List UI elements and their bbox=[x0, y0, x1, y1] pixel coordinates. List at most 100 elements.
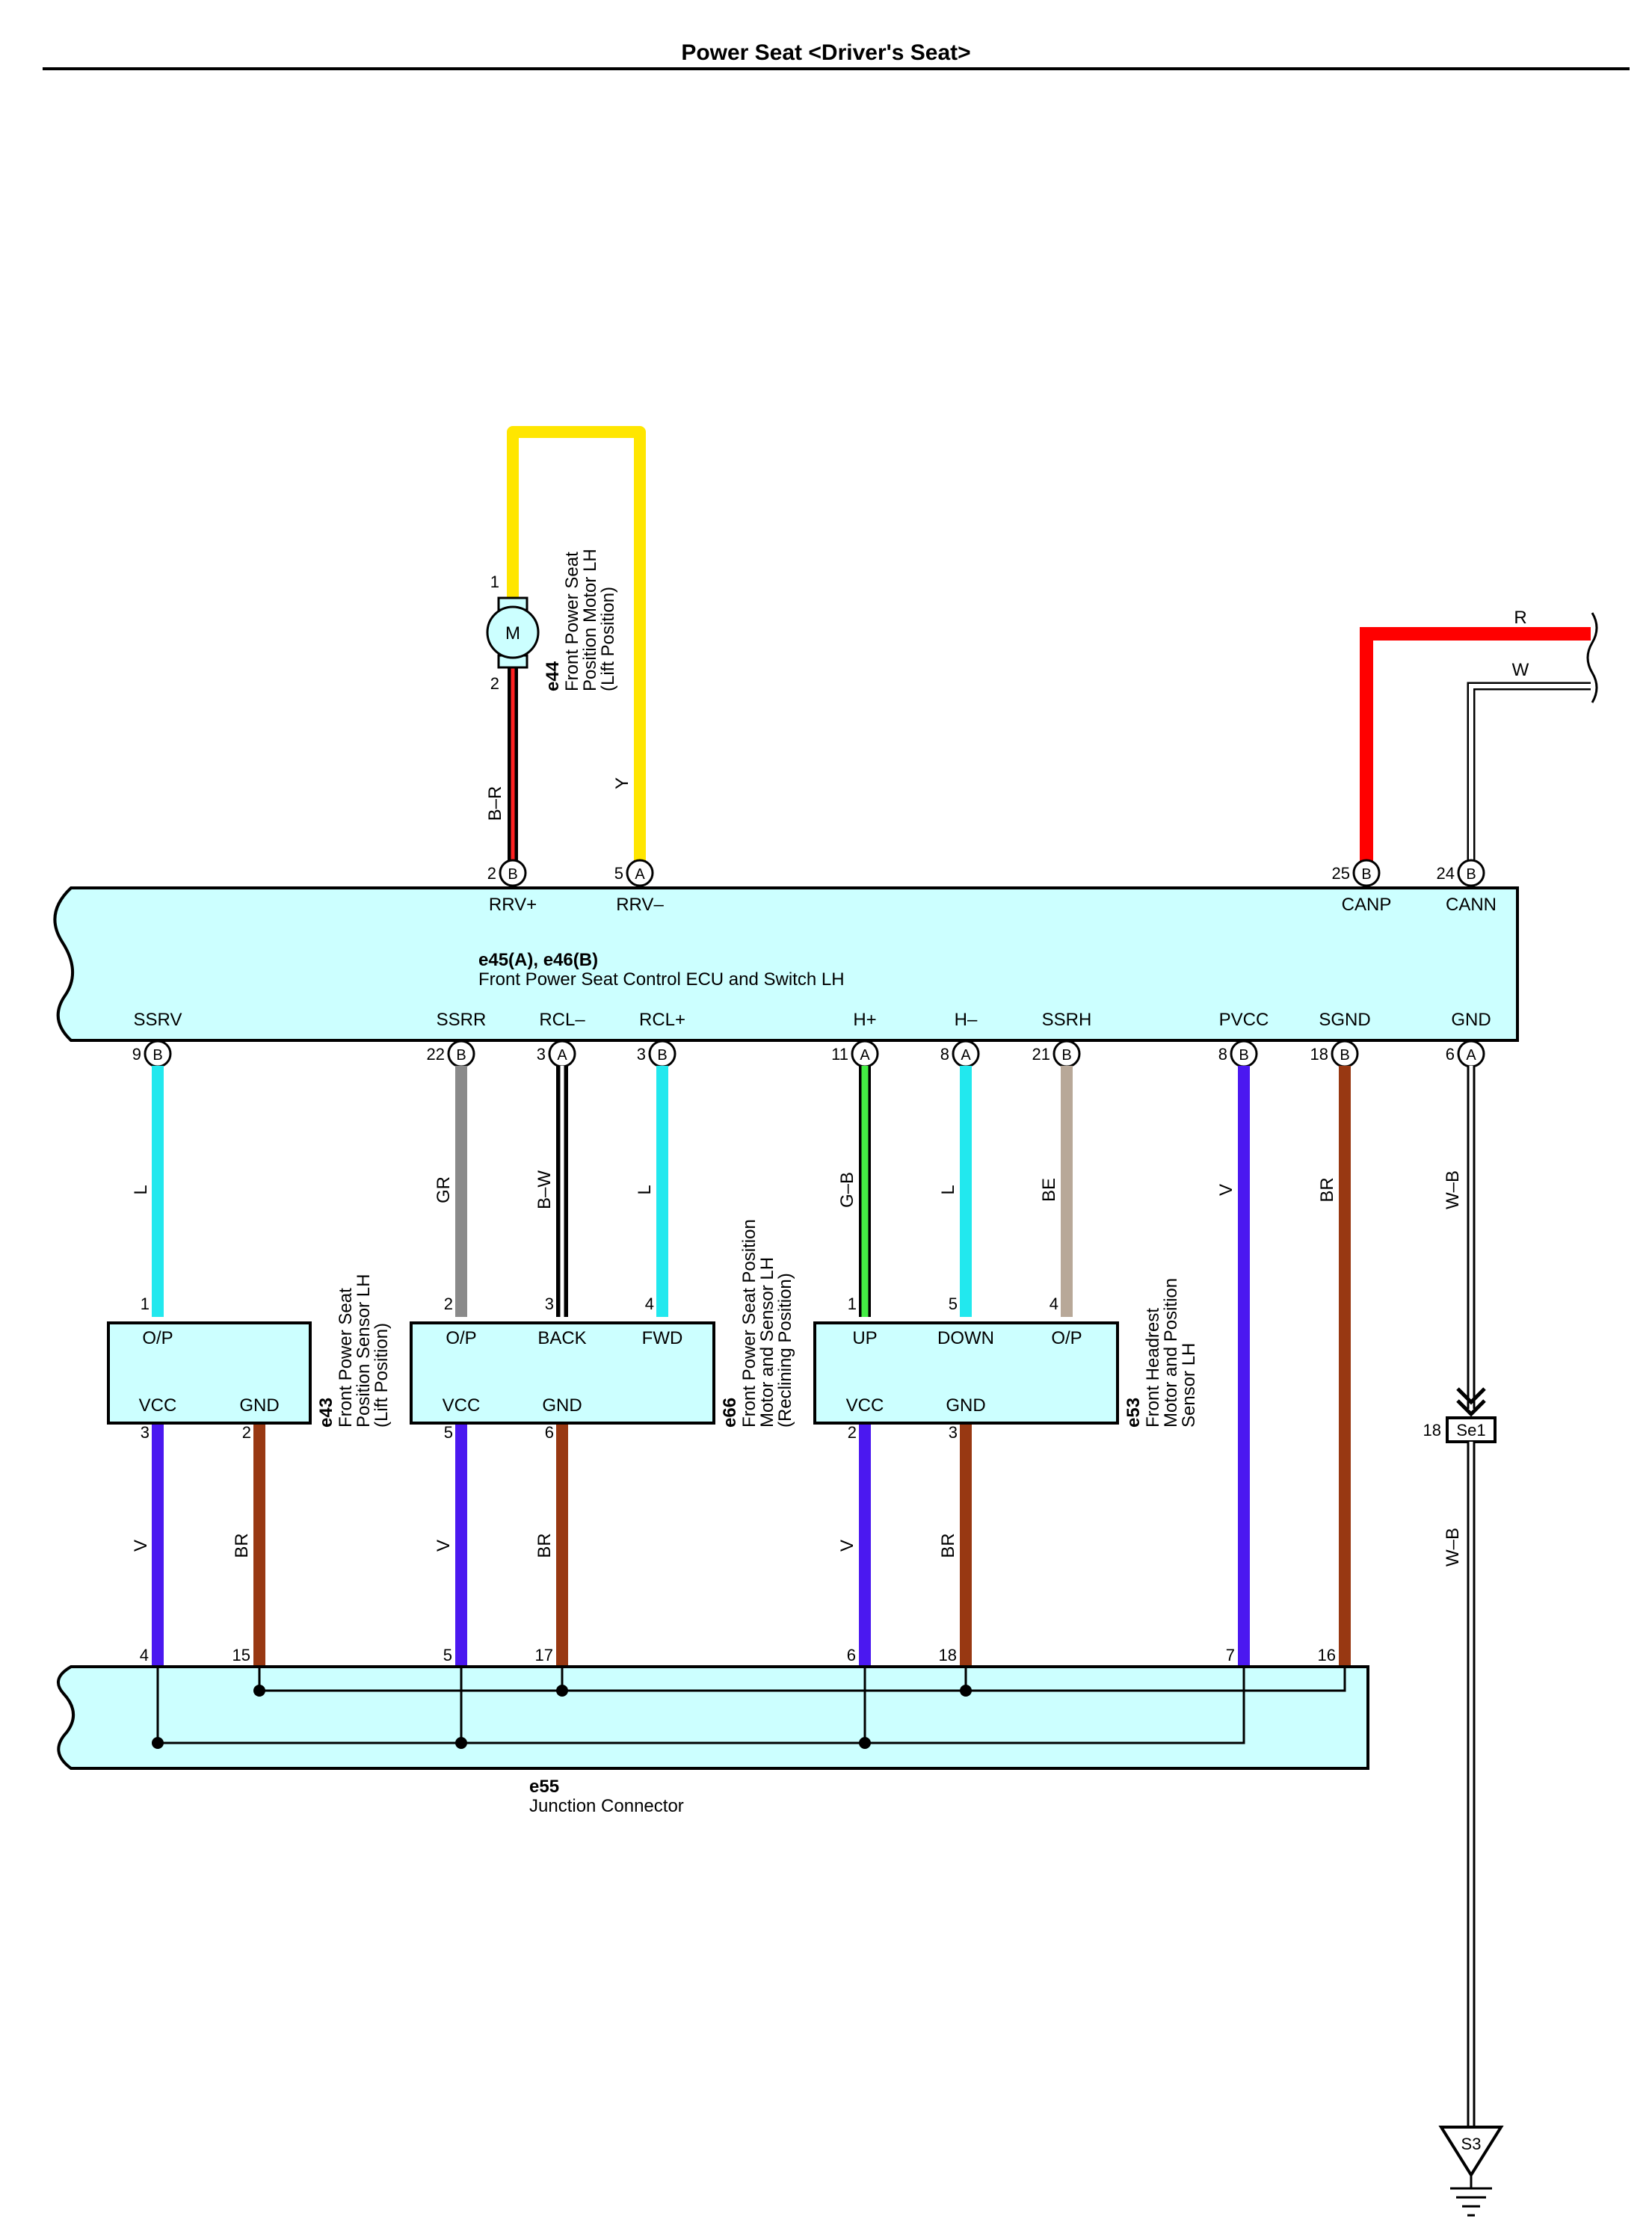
ecu-bottom-terminal-3: B3 RCL+ bbox=[637, 1010, 685, 1068]
terminal-name: CANN bbox=[1446, 895, 1497, 915]
junction-pin-1: 15 bbox=[232, 1646, 250, 1664]
terminal-name: SGND bbox=[1319, 1010, 1370, 1030]
svg-text:e44: e44 bbox=[543, 661, 563, 691]
wire-label-ssrh: BE bbox=[1039, 1178, 1059, 1202]
svg-text:e43: e43 bbox=[316, 1398, 336, 1428]
terminal-connector-letter: A bbox=[961, 1047, 971, 1064]
junction-pin-7: 16 bbox=[1318, 1646, 1336, 1664]
ecu-bottom-terminals: B9SSRVB22SSRRA3RCL–B3RCL+A11H+A8H–B21SSR… bbox=[132, 1010, 1491, 1068]
svg-text:Sensor LH: Sensor LH bbox=[1179, 1343, 1199, 1428]
sensor-supply-wires bbox=[152, 1425, 972, 1667]
wire-label-r: R bbox=[1514, 608, 1526, 628]
terminal-pin-number: 24 bbox=[1437, 864, 1455, 883]
svg-text:Front Power Seat: Front Power Seat bbox=[562, 552, 582, 691]
terminal-pin-number: 6 bbox=[1446, 1045, 1455, 1064]
junction-name: Junction Connector bbox=[529, 1796, 684, 1816]
component-e66 bbox=[410, 1321, 715, 1425]
splice-se1 bbox=[1446, 1416, 1497, 1443]
ground-point-label: S3 bbox=[1461, 2135, 1482, 2153]
e66-label-fwd: FWD bbox=[642, 1328, 683, 1348]
wire-yellow-y bbox=[507, 426, 646, 873]
junction-code: e55 bbox=[529, 1777, 559, 1797]
e43-pin-op: 1 bbox=[141, 1295, 150, 1313]
ecu-bottom-terminal-1: B 22 SSRR bbox=[427, 1010, 487, 1068]
component-e53 bbox=[813, 1321, 1119, 1425]
terminal-connector-letter: B bbox=[657, 1047, 667, 1064]
e53-pin-vcc: 2 bbox=[848, 1423, 857, 1442]
e53-label-vcc: VCC bbox=[846, 1395, 884, 1416]
svg-text:Motor and Position: Motor and Position bbox=[1161, 1278, 1181, 1428]
terminal-pin-number: 18 bbox=[1310, 1045, 1328, 1064]
terminal-name: SSRR bbox=[437, 1010, 487, 1030]
terminal-name: PVCC bbox=[1219, 1010, 1269, 1030]
terminal-name: H– bbox=[955, 1010, 978, 1030]
e66-label-gnd: GND bbox=[542, 1395, 582, 1416]
wire-label-pvcc: V bbox=[1216, 1184, 1236, 1196]
terminal-connector-letter: A bbox=[635, 866, 645, 883]
terminal-circle bbox=[1457, 859, 1485, 887]
svg-text:e53: e53 bbox=[1124, 1398, 1144, 1428]
wire-label-e43-vcc: V bbox=[131, 1540, 151, 1552]
e43-label-op: O/P bbox=[142, 1328, 173, 1348]
e66-label: e66 Front Power Seat Position Motor and … bbox=[720, 1219, 795, 1428]
terminal-pin-number: 3 bbox=[537, 1045, 546, 1064]
wire-label-gnd: W–B bbox=[1443, 1170, 1463, 1209]
svg-text:Position Sensor LH: Position Sensor LH bbox=[354, 1274, 374, 1428]
e66-pin-fwd: 4 bbox=[645, 1295, 654, 1313]
splice-arrow bbox=[1456, 1387, 1486, 1417]
terminal-pin-number: 3 bbox=[637, 1045, 646, 1064]
svg-text:Position Motor LH: Position Motor LH bbox=[580, 549, 600, 691]
e43-pin-gnd: 2 bbox=[242, 1423, 251, 1442]
terminal-connector-letter: A bbox=[1466, 1047, 1476, 1064]
e66-pin-op: 2 bbox=[444, 1295, 453, 1313]
wire-can-high-r bbox=[1360, 627, 1591, 873]
terminal-circle bbox=[626, 859, 654, 887]
e53-pin-gnd: 3 bbox=[949, 1423, 958, 1442]
terminal-circle bbox=[499, 859, 527, 887]
junction-e55 bbox=[56, 1665, 1369, 1770]
splice-pin: 18 bbox=[1423, 1421, 1441, 1439]
svg-text:(Lift Position): (Lift Position) bbox=[598, 587, 618, 691]
ecu-body bbox=[53, 886, 1519, 1042]
junction-pin-2: 5 bbox=[443, 1646, 452, 1664]
e43-label-vcc: VCC bbox=[139, 1395, 177, 1416]
terminal-pin-number: 11 bbox=[831, 1045, 848, 1064]
junction-pin-5: 18 bbox=[939, 1646, 957, 1664]
e66-label-op: O/P bbox=[446, 1328, 476, 1348]
terminal-name: SSRV bbox=[134, 1010, 182, 1030]
terminal-name: H+ bbox=[853, 1010, 876, 1030]
terminal-connector-letter: A bbox=[557, 1047, 567, 1064]
terminal-connector-letter: B bbox=[508, 866, 517, 883]
motor-symbol: M bbox=[505, 623, 520, 644]
e53-label: e53 Front Headrest Motor and Position Se… bbox=[1124, 1278, 1199, 1428]
terminal-pin-number: 5 bbox=[614, 864, 623, 883]
terminal-pin-number: 2 bbox=[487, 864, 496, 883]
terminal-connector-letter: B bbox=[456, 1047, 466, 1064]
terminal-pin-number: 21 bbox=[1032, 1045, 1050, 1064]
terminal-pin-number: 22 bbox=[427, 1045, 445, 1064]
wire-label-h-plus: G–B bbox=[837, 1172, 857, 1208]
e66-pin-gnd: 6 bbox=[545, 1423, 554, 1442]
e53-pin-down: 5 bbox=[949, 1295, 958, 1313]
motor-pin-2: 2 bbox=[490, 674, 499, 693]
wire-label-e53-gnd: BR bbox=[938, 1533, 958, 1558]
ecu-bottom-terminal-5: A8H– bbox=[940, 1010, 980, 1068]
terminal-name: RCL+ bbox=[639, 1010, 685, 1030]
terminal-connector-letter: B bbox=[1361, 866, 1371, 883]
svg-text:Front Headrest: Front Headrest bbox=[1143, 1308, 1163, 1428]
e53-label-op: O/P bbox=[1051, 1328, 1082, 1348]
wire-can-low-w bbox=[1467, 682, 1591, 873]
svg-text:Motor and Sensor LH: Motor and Sensor LH bbox=[757, 1257, 777, 1428]
wire-label-y: Y bbox=[612, 777, 632, 789]
svg-text:(Lift Position): (Lift Position) bbox=[372, 1323, 392, 1428]
terminal-pin-number: 25 bbox=[1332, 864, 1350, 883]
